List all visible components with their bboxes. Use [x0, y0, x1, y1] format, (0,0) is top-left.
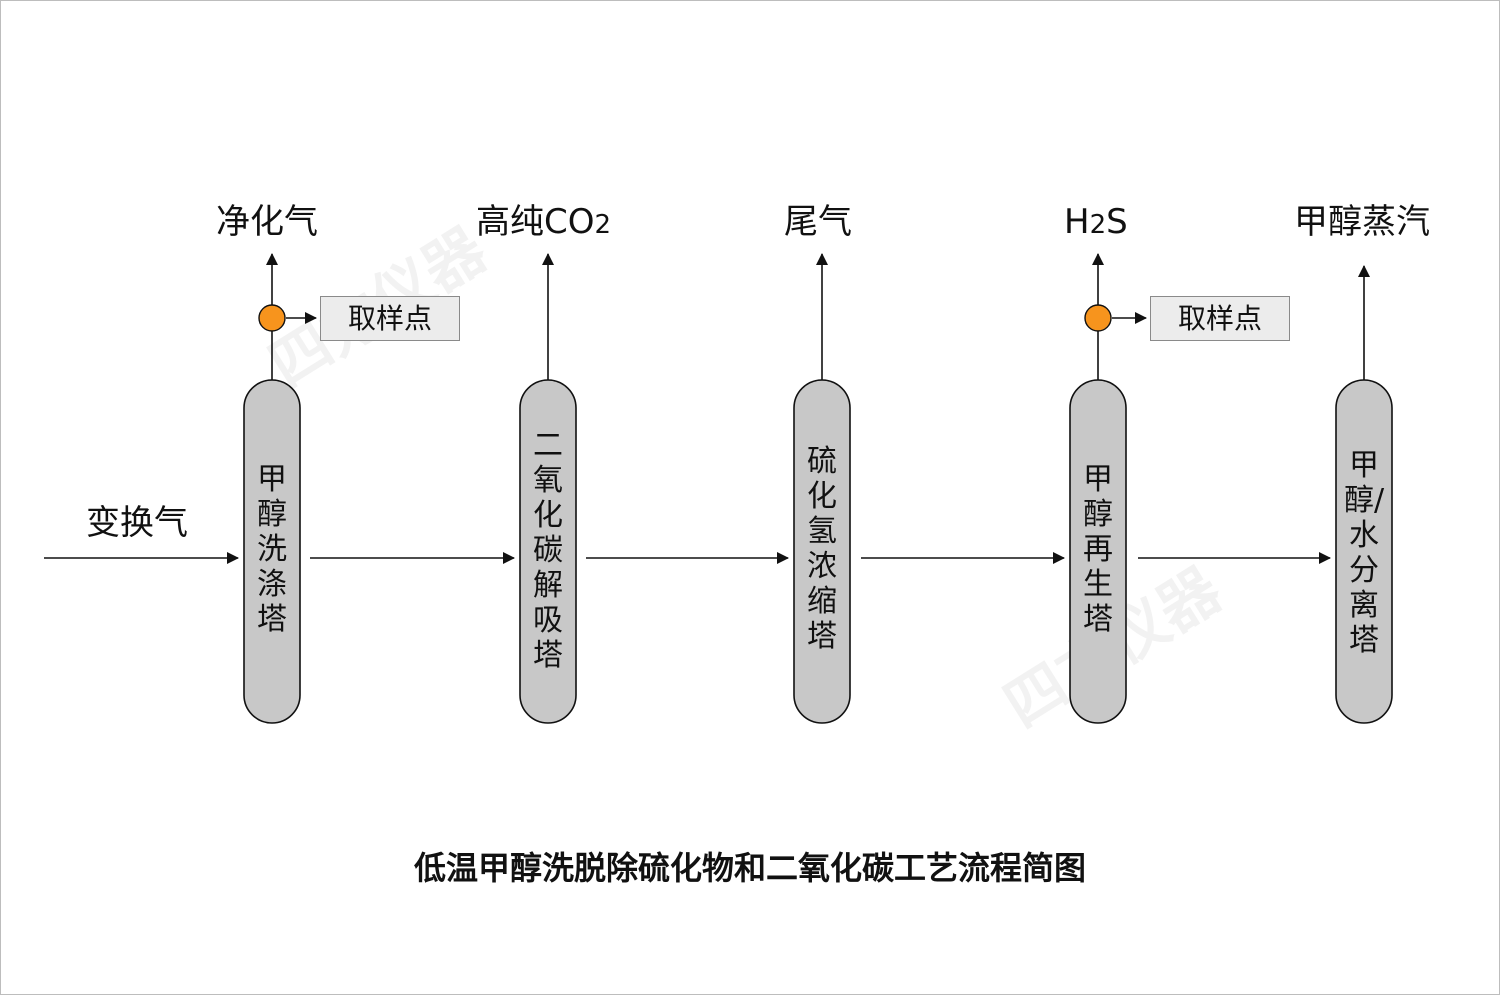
label-methanol-vapor: 甲醇蒸汽	[1294, 202, 1430, 242]
label-tail-gas: 尾气	[784, 202, 852, 242]
sampling-point-dot	[1084, 304, 1112, 332]
label-h2s: H2S	[1064, 202, 1128, 245]
label-shift-gas: 变换气	[86, 503, 188, 543]
tower-co2-desorption	[519, 379, 577, 724]
label-purified-gas: 净化气	[216, 202, 318, 242]
tower-label: 甲醇/水分离塔	[1344, 448, 1385, 658]
figure-caption: 低温甲醇洗脱除硫化物和二氧化碳工艺流程简图	[413, 849, 1086, 887]
tower-label: 甲醇再生塔	[1083, 462, 1113, 637]
h2s-h: H	[1064, 202, 1090, 242]
tower-methanol-regeneration	[1069, 379, 1127, 724]
h2s-subscript: 2	[1089, 210, 1107, 240]
tower-h2s-concentration	[793, 379, 851, 724]
sampling-point-dot	[258, 304, 286, 332]
tower-methanol-wash	[243, 379, 301, 724]
tower-methanol-water-separation	[1335, 379, 1393, 724]
tower-label: 甲醇洗涤塔	[257, 462, 287, 637]
sampling-point-tag: 取样点	[320, 296, 460, 341]
co2-subscript: 2	[594, 210, 612, 240]
tower-label: 二氧化碳解吸塔	[533, 428, 563, 673]
co2-text: 高纯CO	[476, 202, 595, 242]
label-high-purity-co2: 高纯CO2	[476, 202, 611, 245]
sampling-point-tag: 取样点	[1150, 296, 1290, 341]
h2s-s: S	[1106, 202, 1128, 242]
tower-label: 硫化氢浓缩塔	[807, 444, 837, 654]
